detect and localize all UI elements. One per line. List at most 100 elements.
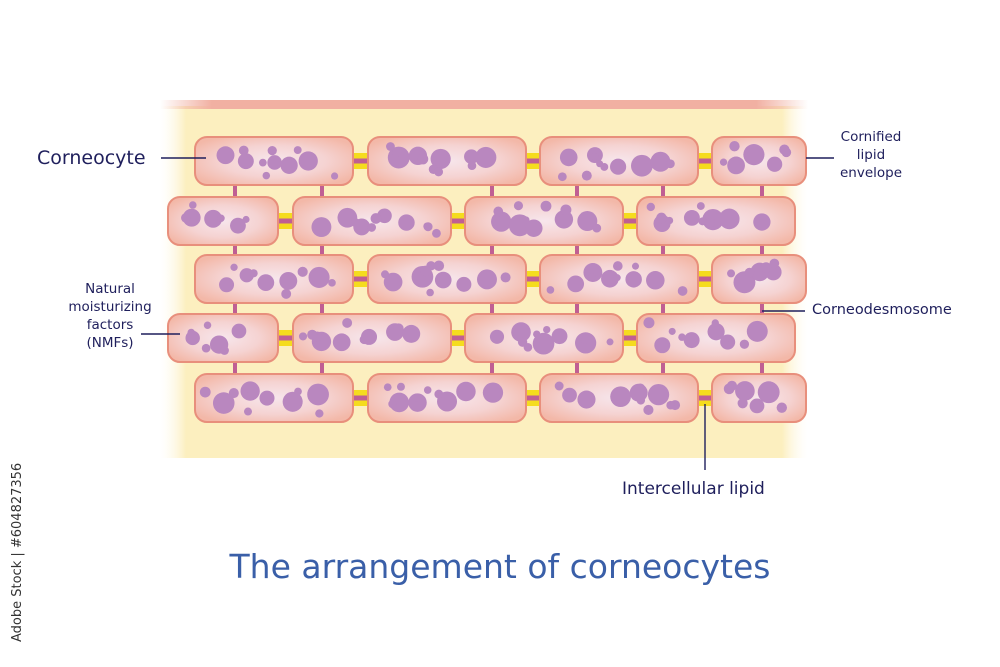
nmf-dot — [423, 386, 432, 394]
nmf-dot — [610, 158, 627, 175]
corneocyte-cell — [464, 196, 624, 246]
nmf-line-3: factors — [86, 317, 134, 333]
nmf-dot — [307, 383, 329, 406]
nmf-dot — [243, 407, 252, 416]
corneodesmosome — [447, 335, 469, 341]
nmf-dot — [577, 211, 598, 232]
corneodesmosome — [349, 158, 372, 164]
nmf-dot — [581, 336, 589, 345]
corneodesmosome — [349, 395, 372, 401]
nmf-dot — [310, 270, 322, 282]
nmf-dot — [246, 389, 258, 400]
nmf-dot — [388, 399, 397, 409]
intercellular-lipid-label: Intercellular lipid — [622, 479, 765, 499]
nmf-dot — [540, 200, 552, 212]
nmf-line-4: (NMFs) — [86, 335, 134, 351]
nmf-dot — [646, 202, 655, 212]
nmf-dot — [204, 209, 223, 228]
nmf-dot — [280, 156, 298, 174]
nmf-dot — [467, 161, 477, 171]
nmf-dot — [433, 260, 445, 271]
nmf-dot — [426, 288, 434, 297]
nmf-dot — [249, 269, 258, 278]
nmf-dot — [228, 388, 239, 399]
nmf-dot — [746, 320, 768, 342]
stock-credit: Adobe Stock | #604827356 — [6, 430, 30, 650]
nmf-label: Natural moisturizing factors (NMFs) — [60, 280, 160, 352]
nmf-dot — [231, 323, 247, 339]
nmf-dot — [711, 319, 719, 327]
nmf-dot — [350, 217, 360, 227]
nmf-dot — [282, 391, 303, 412]
nmf-dot — [187, 328, 196, 337]
leader-lines — [141, 157, 834, 470]
nmf-dot — [398, 214, 415, 231]
nmf-dot — [592, 223, 602, 233]
nmf-dot — [677, 286, 688, 296]
nmf-dot — [525, 219, 543, 237]
nmf-dot — [267, 146, 277, 156]
corneodesmosome — [694, 395, 716, 401]
corneocyte-cell — [711, 373, 807, 423]
nmf-dot — [591, 152, 599, 160]
nmf-dot — [332, 333, 351, 352]
nmf-dot — [656, 212, 667, 224]
nmf-dot — [359, 335, 369, 345]
corneodesmosome — [619, 218, 641, 224]
nmf-dot — [601, 269, 619, 288]
nmf-dot — [743, 144, 765, 166]
corneodesmosome — [274, 335, 297, 341]
nmf-dot — [189, 201, 197, 209]
nmf-dot — [727, 156, 745, 175]
nmf-dot — [696, 202, 705, 210]
nmf-dot — [212, 392, 235, 414]
nmf-dot — [606, 338, 614, 346]
nmf-dot — [757, 381, 780, 404]
nmf-dot — [217, 214, 225, 222]
nmf-dot — [636, 396, 646, 405]
nmf-dot — [412, 393, 420, 402]
nmf-dot — [654, 337, 671, 354]
nmf-line-1: Natural — [85, 281, 135, 297]
nmf-dot — [242, 215, 250, 223]
nmf-dot — [220, 346, 229, 355]
nmf-dot — [216, 146, 235, 165]
nmf-dot — [554, 381, 564, 391]
nmf-dot — [456, 276, 472, 292]
nmf-dot — [739, 339, 750, 349]
nmf-dot — [567, 275, 585, 293]
nmf-dot — [238, 145, 249, 156]
nmf-dot — [477, 269, 497, 290]
nmf-dot — [475, 146, 497, 168]
nmf-dot — [293, 146, 302, 155]
nmf-line-2: moisturizing — [68, 299, 152, 315]
nmf-dot — [551, 328, 568, 345]
cornified-line-1: Cornified — [840, 129, 902, 145]
nmf-dot — [630, 154, 653, 177]
nmf-dot — [543, 325, 551, 334]
nmf-dot — [517, 337, 528, 347]
nmf-dot — [297, 266, 308, 277]
nmf-dot — [583, 263, 603, 282]
nmf-dot — [704, 217, 715, 228]
nmf-dot — [298, 332, 308, 341]
nmf-dot — [201, 343, 211, 353]
cornified-lipid-envelope-label: Cornified lipid envelope — [812, 128, 930, 182]
nmf-dot — [258, 158, 267, 167]
nmf-dot — [315, 409, 324, 418]
nmf-dot — [456, 381, 476, 402]
nmf-dot — [230, 263, 238, 271]
nmf-dot — [631, 262, 640, 270]
diagram-title: The arrangement of corneocytes — [229, 547, 771, 586]
nmf-dot — [262, 171, 271, 180]
nmf-dot — [678, 333, 686, 341]
nmf-dot — [554, 210, 574, 229]
nmf-dot — [665, 159, 675, 169]
nmf-dot — [493, 206, 504, 217]
nmf-dot — [342, 317, 353, 328]
nmf-dot — [726, 380, 738, 391]
nmf-dot — [665, 216, 674, 225]
nmf-dot — [666, 400, 675, 410]
nmf-dot — [230, 217, 246, 234]
